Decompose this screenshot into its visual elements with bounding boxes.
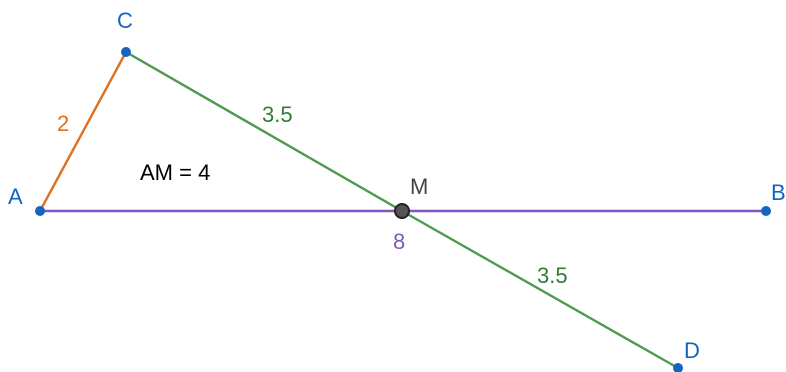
- point-a-label: A: [8, 184, 23, 209]
- segment-md[interactable]: [401, 209, 679, 370]
- point-m[interactable]: [394, 203, 410, 219]
- segment-cm[interactable]: [125, 50, 403, 213]
- point-m-label: M: [410, 174, 428, 199]
- segment-md-length-label: 3.5: [537, 263, 568, 288]
- point-a[interactable]: [35, 206, 45, 216]
- point-c-label: C: [117, 8, 133, 33]
- point-d[interactable]: [673, 363, 683, 372]
- am-length-text: AM = 4: [140, 160, 210, 185]
- point-c[interactable]: [121, 47, 131, 57]
- segment-ab-length-label: 8: [393, 229, 405, 254]
- segment-ac[interactable]: [38, 51, 128, 212]
- point-b[interactable]: [761, 206, 771, 216]
- point-d-label: D: [684, 338, 700, 363]
- segment-ac-length-label: 2: [57, 111, 69, 136]
- segment-cm-length-label: 3.5: [262, 102, 293, 127]
- point-b-label: B: [771, 180, 786, 205]
